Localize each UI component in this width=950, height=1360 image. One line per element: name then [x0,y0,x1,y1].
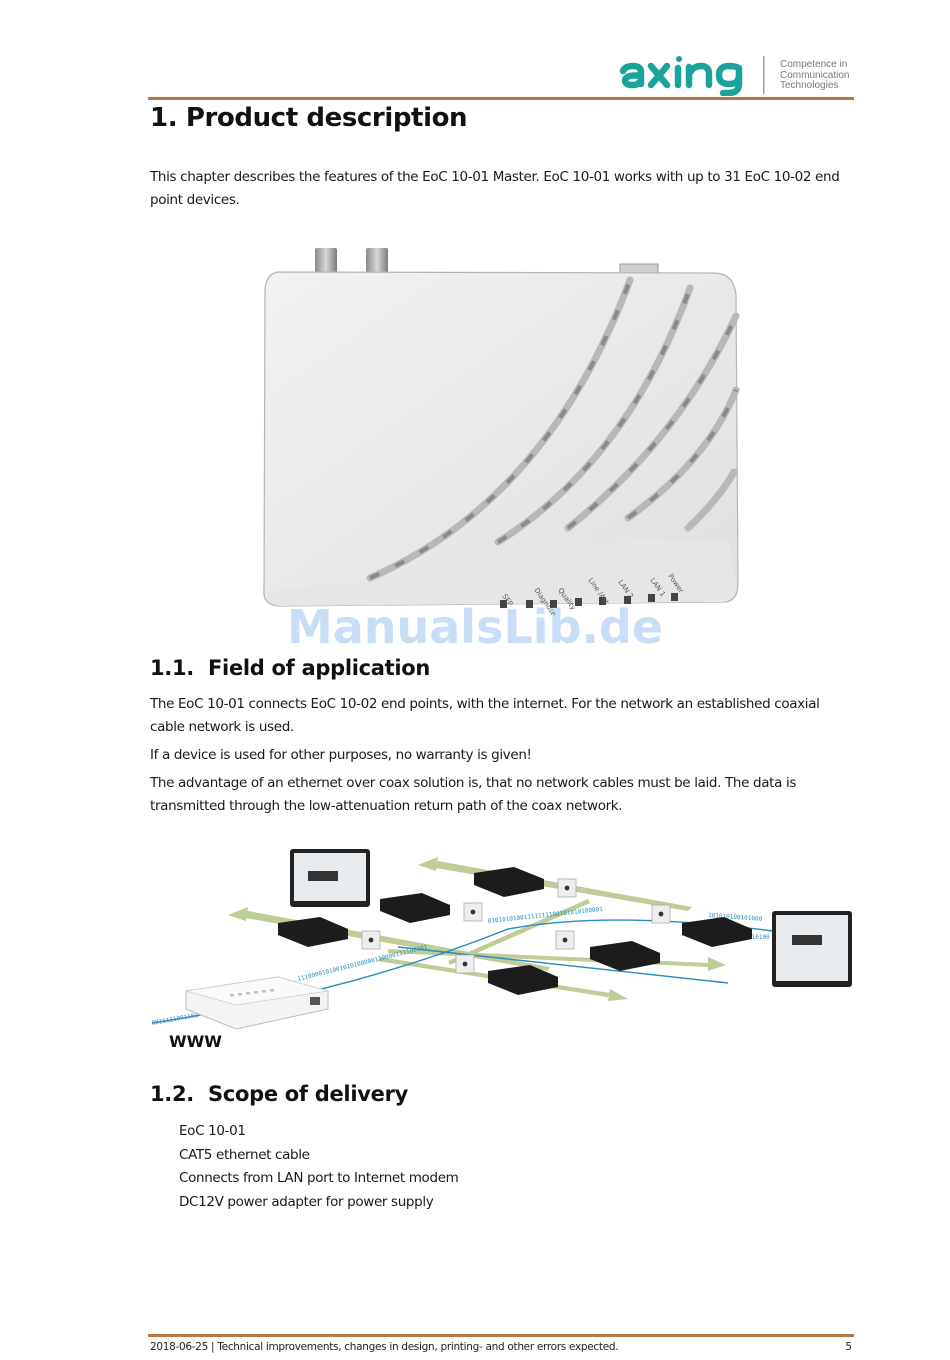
delivery-list: EoC 10-01 CAT5 ethernet cable Connects f… [179,1120,459,1214]
tagline-line-1: Competence in [780,59,848,70]
footer-divider [148,1334,854,1337]
www-label: WWW [169,1032,222,1051]
list-item: CAT5 ethernet cable [179,1146,310,1163]
intro-paragraph: This chapter describes the features of t… [150,169,840,208]
field-paragraph-3: The advantage of an ethernet over coax s… [150,775,797,814]
eoc-master-device-illustration: SFP Diagnose Quality Line /Act LAN 2 LAN… [263,248,740,615]
axing-logo [613,54,773,96]
section-1-1-number: 1.1. [150,656,194,680]
list-item: Connects from LAN port to Internet modem [179,1170,459,1186]
tagline-line-2: Communication [780,69,850,81]
device-photo: SFP Diagnose Quality Line /Act LAN 2 LAN… [258,240,748,615]
footer-text: 2018-06-25 | Technical improvements, cha… [150,1341,619,1353]
svg-text:101010100101000: 101010100101000 [708,912,763,923]
field-paragraph-2: If a device is used for other purposes, … [150,747,532,763]
company-tagline: Competence in Communication Technologies [780,59,850,92]
axing-logo-graphic [619,56,765,96]
tagline-line-3: Technologies [780,80,839,91]
section-1-2-title: Scope of delivery [208,1082,409,1106]
header-divider [148,97,854,100]
section-1-1-heading: 1.1. Field of application [150,656,430,680]
svg-text:010100: 010100 [748,934,770,941]
list-item: EoC 10-01 [179,1123,246,1139]
section-1-1-title: Field of application [208,656,431,680]
section-1-2-number: 1.2. [150,1082,194,1106]
field-paragraph-1: The EoC 10-01 connects EoC 10-02 end poi… [150,696,820,735]
network-diagram: 0011111001101 11100001010010101000001100… [148,843,854,1033]
page-number: 5 [845,1341,852,1353]
list-item: DC12V power adapter for power supply [179,1193,434,1210]
network-diagram-illustration: 0011111001101 11100001010010101000001100… [151,849,852,1030]
section-1-2-heading: 1.2. Scope of delivery [150,1082,408,1106]
page-header: Competence in Communication Technologies [148,50,854,102]
svg-text:0011111001101: 0011111001101 [151,1012,199,1027]
page-title: 1. Product description [150,103,468,133]
